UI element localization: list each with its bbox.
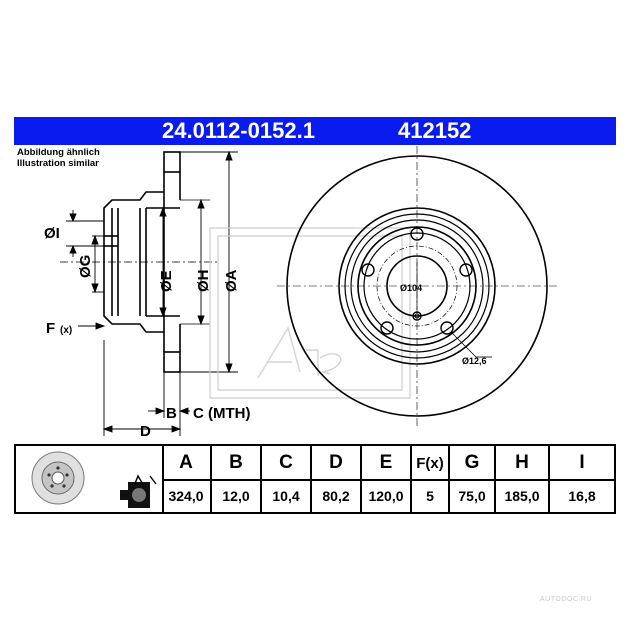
illustration-note-de: Abbildung ähnlich bbox=[17, 147, 100, 158]
dim-label-e: ØE bbox=[158, 270, 175, 292]
table-col-divider bbox=[260, 446, 262, 512]
table-col-divider bbox=[548, 446, 550, 512]
dim-label-f: F bbox=[46, 320, 55, 337]
dim-label-g: ØG bbox=[77, 255, 94, 278]
table-header-h: H bbox=[515, 452, 529, 473]
front-view bbox=[277, 146, 557, 426]
dimension-lines bbox=[66, 150, 238, 436]
dimension-table: A B C D E F(x) G H I 324,0 12,0 10,4 80,… bbox=[14, 444, 616, 514]
ate-logo-watermark bbox=[209, 227, 411, 399]
table-col-divider bbox=[448, 446, 450, 512]
table-value-d: 80,2 bbox=[322, 488, 350, 504]
table-value-f: 5 bbox=[426, 488, 434, 504]
table-value-b: 12,0 bbox=[222, 488, 250, 504]
table-header-e: E bbox=[379, 452, 393, 473]
dim-label-a: ØA bbox=[223, 269, 240, 292]
table-col-divider bbox=[310, 446, 312, 512]
illustration-note: Abbildung ähnlich Illustration similar bbox=[17, 147, 100, 169]
table-header-c: C bbox=[279, 452, 293, 473]
table-header-b: B bbox=[229, 452, 243, 473]
table-value-a: 324,0 bbox=[168, 488, 204, 504]
watermark-text: AUTODOC.RU bbox=[540, 596, 592, 603]
hub-side-icon bbox=[120, 474, 157, 508]
dim-label-d: D bbox=[140, 423, 151, 440]
product-thumbnail bbox=[16, 446, 164, 512]
table-value-g: 75,0 bbox=[458, 488, 486, 504]
dim-label-i: ØI bbox=[44, 225, 60, 242]
table-col-divider bbox=[410, 446, 412, 512]
illustration-note-en: Illustration similar bbox=[17, 158, 99, 169]
part-number: 24.0112-0152.1 bbox=[162, 118, 315, 143]
table-header-a: A bbox=[179, 452, 193, 473]
dim-label-b: B bbox=[166, 405, 177, 422]
table-header-i: I bbox=[579, 452, 585, 473]
table-value-h: 185,0 bbox=[504, 488, 540, 504]
title-banner: 24.0112-0152.1 412152 bbox=[14, 117, 616, 145]
table-col-divider bbox=[360, 446, 362, 512]
hole-diameter-label: Ø12,6 bbox=[462, 356, 487, 366]
table-header-d: D bbox=[329, 452, 343, 473]
dim-label-c: C (MTH) bbox=[193, 405, 250, 422]
table-col-divider bbox=[210, 446, 212, 512]
table-col-divider bbox=[494, 446, 496, 512]
table-header-g: G bbox=[464, 452, 480, 473]
hub-diameter-label: Ø104 bbox=[400, 283, 422, 293]
table-divider bbox=[162, 479, 614, 481]
dim-label-f-sub: (x) bbox=[60, 325, 72, 336]
dim-label-h: ØH bbox=[195, 270, 212, 293]
reference-number: 412152 bbox=[398, 118, 472, 143]
table-value-i: 16,8 bbox=[568, 488, 596, 504]
table-value-c: 10,4 bbox=[272, 488, 300, 504]
table-value-e: 120,0 bbox=[368, 488, 404, 504]
table-header-f: F(x) bbox=[416, 454, 444, 472]
disc-thumbnail-icon bbox=[31, 451, 85, 505]
